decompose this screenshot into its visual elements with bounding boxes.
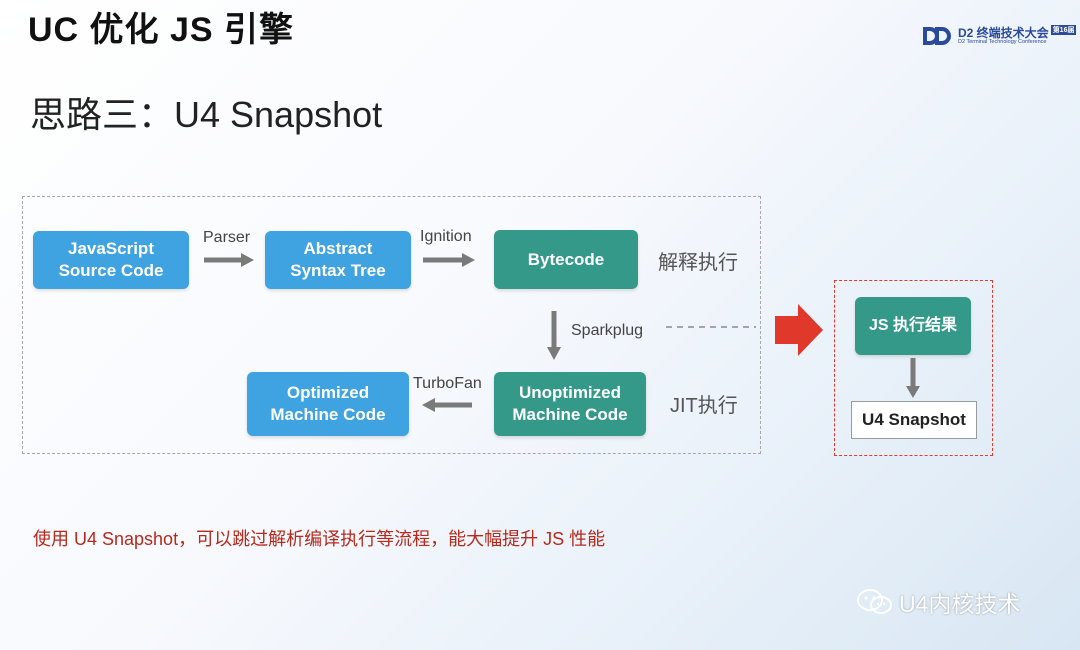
slide-subtitle: 思路三：U4 Snapshot (30, 94, 383, 135)
edge-label-parser: Parser (203, 229, 251, 246)
node-javascript-source-code: JavaScript Source Code (33, 231, 189, 289)
annotation-interpret: 解释执行 (658, 252, 738, 274)
logo-badge: 第16届 (1050, 25, 1077, 35)
pipeline-frame (22, 196, 761, 454)
node-js-result: JS 执行结果 (855, 297, 971, 355)
arrow-ignition (423, 253, 475, 267)
node-bytecode: Bytecode (494, 230, 638, 289)
edge-label-ignition: Ignition (420, 228, 472, 245)
footnote: 使用 U4 Snapshot，可以跳过解析编译执行等流程，能大幅提升 JS 性能 (33, 529, 606, 549)
red-arrow-icon (775, 304, 823, 356)
logo-name: D2 终端技术大会第16届 (958, 25, 1077, 40)
wechat-icon (857, 589, 892, 614)
node-abstract-syntax-tree: Abstract Syntax Tree (265, 231, 411, 289)
annotation-jit: JIT执行 (670, 395, 738, 417)
arrow-to-snapshot (906, 358, 920, 398)
node-u4-snapshot: U4 Snapshot (851, 401, 977, 439)
arrow-turbofan (422, 398, 472, 412)
arrow-sparkplug (547, 311, 561, 360)
edge-label-turbofan: TurboFan (413, 375, 482, 392)
snapshot-frame (834, 280, 993, 456)
logo-subtitle: D2 Terminal Technology Conference (958, 39, 1047, 45)
node-optimized-machine-code: Optimized Machine Code (247, 372, 409, 436)
node-unoptimized-machine-code: Unoptimized Machine Code (494, 372, 646, 436)
conference-logo: D2 终端技术大会第16届 D2 Terminal Technology Con… (922, 24, 1077, 50)
arrow-parser (204, 253, 254, 267)
page-title: UC 优化 JS 引擎 (28, 11, 295, 49)
watermark-text: U4内核技术 (899, 591, 1021, 617)
watermark: U4内核技术 (855, 587, 1020, 617)
d2-logo-icon (923, 27, 951, 45)
edge-label-sparkplug: Sparkplug (571, 322, 644, 339)
